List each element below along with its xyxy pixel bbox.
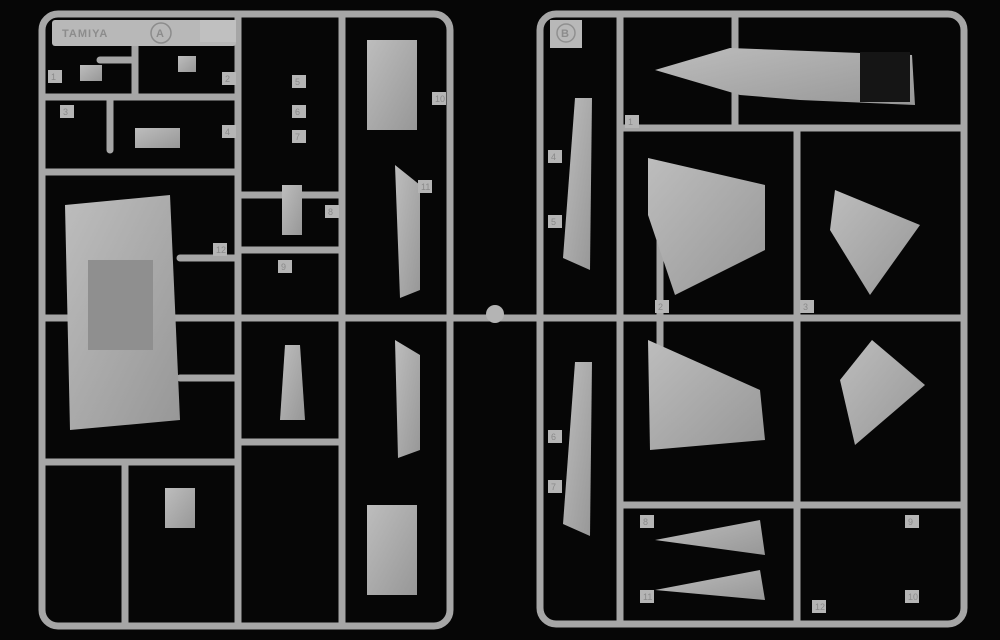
part-number: 4 [225,127,230,137]
part-number: 11 [421,182,430,192]
part-number: 8 [328,207,333,217]
part-number: 3 [803,302,808,312]
part-number-tab [325,205,339,218]
part-number-tab [548,430,562,443]
part-number-tab [60,105,74,118]
part-number: 11 [643,592,652,602]
part-number: 5 [551,217,556,227]
center-connector [450,305,540,323]
logo-plate [52,20,236,46]
sprue-a-parts [52,20,420,595]
part-number: 6 [295,107,300,117]
part-number: 12 [216,245,226,255]
part-number-tab [548,480,562,493]
sprue-b-parts [563,48,925,600]
wing-lower [648,340,765,450]
part-number: 1 [51,72,56,82]
part-number-tab [905,590,919,603]
part-number-tab [548,150,562,163]
part-number: 2 [658,302,663,312]
part-number: 12 [815,602,825,612]
part-number: 1 [628,117,633,127]
part-number-tab [432,92,446,105]
tail-fin-upper [830,190,920,295]
part-number: 10 [435,94,445,104]
part-number-tab [292,130,306,143]
part-number-tab [222,72,236,85]
part-number: 7 [295,132,300,142]
part-number-tab [800,300,814,313]
part-number: 5 [295,77,300,87]
part-number-tab [640,590,654,603]
part-number-tab [905,515,919,528]
part-number: 7 [551,482,556,492]
part-number-tab [222,125,236,138]
sprue-a-letter: A [156,28,165,40]
part-number-tab [213,243,227,256]
part-number: 6 [551,432,556,442]
part-number-tab [418,180,432,193]
fuselage-part [655,48,915,105]
part-number: 3 [63,107,68,117]
part-number: 9 [908,517,913,527]
part-number-tab [625,115,639,128]
sprue-b-letter: B [561,28,570,40]
part-number-tab [548,215,562,228]
part-number-tab [292,105,306,118]
tail-fin-lower [840,340,925,445]
part-number-tab [292,75,306,88]
part-number: 8 [643,517,648,527]
pilot-figure [280,345,305,420]
part-number-tab [48,70,62,83]
part-number-tab [812,600,826,613]
part-number: 9 [281,262,286,272]
tamiya-logo: TAMIYA [62,28,108,40]
part-number-tab [640,515,654,528]
part-number: 2 [225,74,230,84]
part-number-tab [655,300,669,313]
part-number: 4 [551,152,556,162]
instrument-panel [367,40,417,130]
part-number: 10 [908,592,918,602]
part-number-tab [278,260,292,273]
wing-upper [648,158,765,295]
